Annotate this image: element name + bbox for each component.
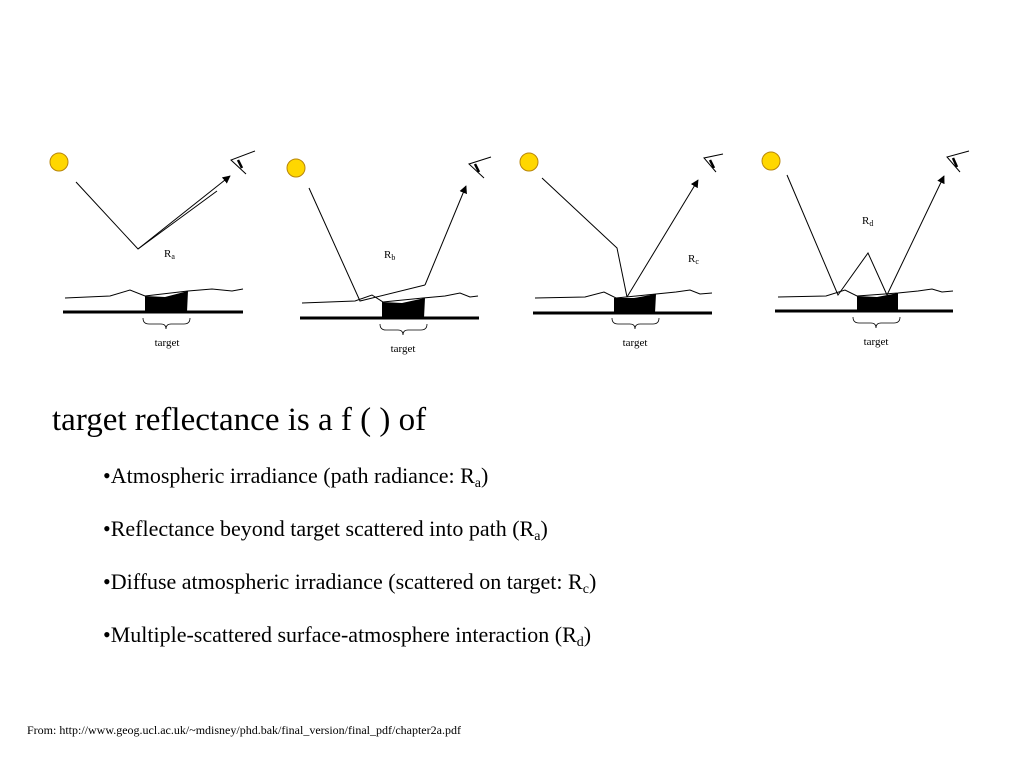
target-block [857, 293, 898, 311]
heading: target reflectance is a f ( ) of [52, 402, 427, 438]
reflectance-label-c: Rc [688, 253, 699, 266]
terrain-surface [777, 288, 954, 298]
reflectance-label-a: Ra [164, 248, 175, 261]
source-citation: From: http://www.geog.ucl.ac.uk/~mdisney… [27, 723, 461, 737]
target-block [145, 291, 188, 312]
target-label: target [155, 337, 180, 349]
target-label: target [623, 337, 648, 349]
bullet-item: •Multiple-scattered surface-atmosphere i… [103, 622, 592, 650]
eye-icon [703, 153, 724, 173]
target-brace [142, 317, 191, 330]
target-brace [852, 316, 901, 329]
path-ray [308, 187, 426, 302]
diagram-panel-b: Rb target [286, 156, 492, 355]
target-brace [611, 317, 660, 330]
terrain-surface [534, 289, 713, 299]
sun-icon [49, 152, 69, 172]
path-ray [786, 174, 888, 297]
bullet-item: •Atmospheric irradiance (path radiance: … [103, 463, 489, 491]
target-label: target [391, 343, 416, 355]
reflectance-label-b: Rb [384, 249, 395, 262]
terrain-surface [64, 288, 244, 299]
path-ray [541, 177, 628, 298]
sun-icon [519, 152, 539, 172]
eye-icon [468, 156, 492, 179]
bullet-item: •Diffuse atmospheric irradiance (scatter… [103, 569, 597, 597]
reflected-ray-arrow [424, 185, 467, 286]
reflectance-label-d: Rd [862, 215, 873, 228]
bullet-item: •Reflectance beyond target scattered int… [103, 516, 548, 544]
terrain-surface [301, 292, 479, 304]
reflectance-diagrams: Ra target Rb target Rc [49, 150, 970, 355]
diagram-panel-c: Rc target [519, 152, 724, 349]
eye-icon [230, 150, 256, 175]
path-ray [75, 181, 218, 250]
diagram-panel-d: Rd target [761, 150, 970, 348]
eye-icon [946, 150, 970, 173]
reflected-ray-arrow [886, 175, 945, 296]
target-block [614, 294, 656, 313]
reflected-ray-arrow [626, 179, 699, 298]
sun-icon [286, 158, 306, 178]
diagram-panel-a: Ra target [49, 150, 256, 349]
sun-icon [761, 151, 781, 171]
reflected-ray-arrow [137, 175, 231, 250]
target-label: target [864, 336, 889, 348]
target-brace [379, 323, 428, 336]
bullet-list: •Atmospheric irradiance (path radiance: … [103, 463, 596, 675]
target-block [382, 298, 425, 318]
